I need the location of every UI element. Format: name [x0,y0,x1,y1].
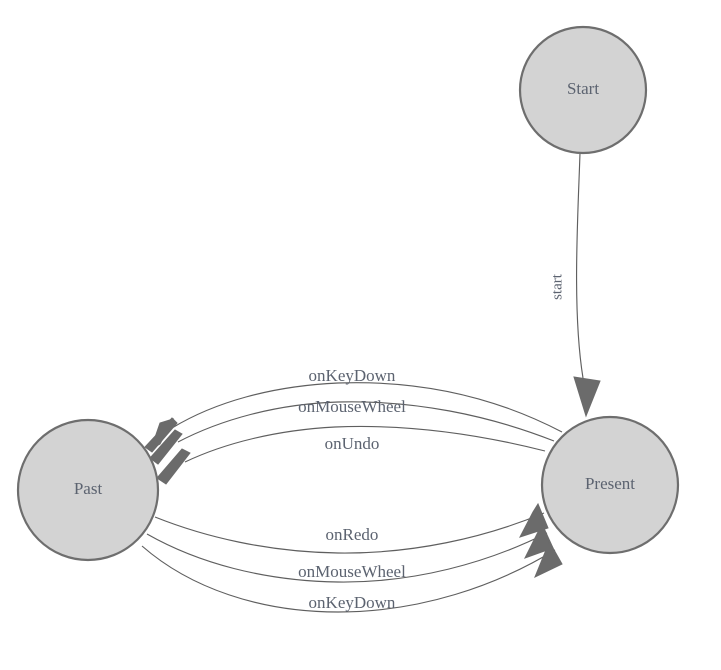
node-past[interactable]: Past [16,418,160,562]
edge-label-past-present-3: onKeyDown [309,593,396,612]
node-past-circle [16,418,160,562]
node-start[interactable]: Start [518,25,648,155]
edge-path-past-present-1 [154,512,545,554]
node-present-circle [540,415,680,555]
arrowhead-present-past-1b [144,417,178,453]
node-start-circle [518,25,648,155]
edge-path-start-present [575,152,584,379]
edge-past-to-present-onmousewheel[interactable]: onMouseWheel [146,522,554,583]
arrowhead-past-present-3 [534,539,563,579]
node-past-label: Past [74,479,103,498]
edge-present-to-past-onundo[interactable]: onUndo [156,425,546,485]
edge-path-present-past-2 [177,401,555,443]
node-present-label: Present [585,474,635,493]
node-start-label: Start [567,79,599,98]
edge-past-to-present-onredo[interactable]: onRedo [154,502,549,554]
node-present[interactable]: Present [540,415,680,555]
arrowhead-start-present [573,376,601,418]
edge-label-past-present-2: onMouseWheel [298,562,406,581]
edge-past-to-present-onkeydown[interactable]: onKeyDown [141,539,563,613]
edge-path-present-past-3 [184,425,546,463]
edge-label-present-past-2: onMouseWheel [298,397,406,416]
edge-path-past-present-3 [141,545,556,613]
edge-present-to-past-onmousewheel[interactable]: onMouseWheel [149,397,555,465]
edge-label-past-present-1: onRedo [326,525,379,544]
edge-present-to-past-onkeydown[interactable]: onKeyDown [144,366,563,453]
edge-label-present-past-3: onUndo [325,434,380,453]
edge-start-to-present[interactable]: start [549,152,601,418]
edge-path-past-present-2 [146,532,548,583]
edge-label-present-past-1: onKeyDown [309,366,396,385]
edge-path-present-past-1 [171,382,563,433]
edge-label-start: start [549,273,565,300]
